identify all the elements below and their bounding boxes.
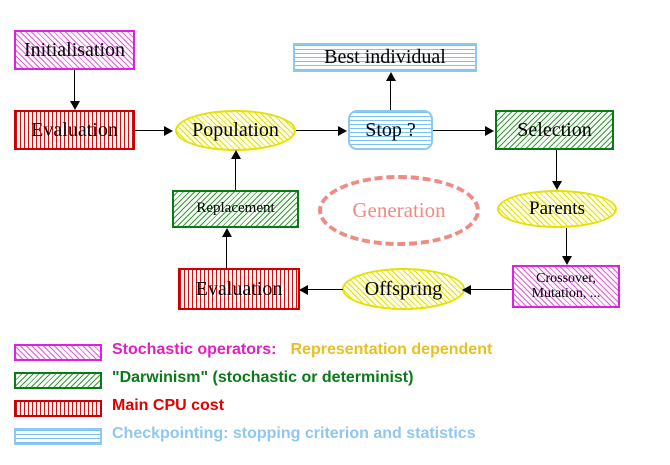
node-label-line1: Crossover, bbox=[536, 270, 596, 286]
arrowhead-down-icon bbox=[70, 101, 80, 110]
arrowhead-left-icon bbox=[462, 285, 471, 295]
legend-swatch-magenta-diagonal-hatch-icon bbox=[14, 344, 102, 361]
legend-row: Checkpointing: stopping criterion and st… bbox=[0, 425, 670, 456]
legend-row: Stochastic operators: Representation depe… bbox=[0, 341, 670, 372]
legend-swatch-red-vertical-hatch-icon bbox=[14, 400, 102, 417]
edge-evaluation-population bbox=[135, 130, 167, 131]
node-label: Selection bbox=[517, 118, 592, 141]
node-evaluation-bottom[interactable]: Evaluation bbox=[178, 268, 300, 310]
node-stop[interactable]: Stop ? bbox=[348, 110, 433, 150]
legend-text-primary: Checkpointing: stopping criterion and st… bbox=[112, 425, 476, 442]
node-replacement[interactable]: Replacement bbox=[172, 190, 299, 228]
legend-text-secondary: Representation dependent bbox=[290, 341, 493, 358]
arrowhead-up-icon bbox=[386, 72, 396, 81]
arrowhead-left-icon bbox=[299, 285, 308, 295]
arrowhead-down-icon bbox=[562, 256, 572, 265]
node-label: Parents bbox=[529, 198, 585, 220]
node-best-individual[interactable]: Best individual bbox=[293, 43, 477, 72]
legend-text-primary: Main CPU cost bbox=[112, 397, 225, 414]
node-label: Generation bbox=[352, 198, 446, 222]
arrowhead-right-icon bbox=[338, 126, 347, 136]
node-population[interactable]: Population bbox=[175, 110, 296, 151]
node-label: Evaluation bbox=[195, 277, 283, 300]
node-evaluation-top[interactable]: Evaluation bbox=[14, 110, 135, 150]
legend-swatch-green-diagonal-hatch-icon bbox=[14, 372, 102, 389]
node-initialisation[interactable]: Initialisation bbox=[14, 30, 135, 70]
node-label: Evaluation bbox=[31, 118, 118, 141]
node-label: Replacement bbox=[196, 200, 275, 217]
node-parents[interactable]: Parents bbox=[497, 190, 617, 228]
legend-text-primary: Stochastic operators: bbox=[112, 341, 277, 358]
legend-row: "Darwinism" (stochastic or determinist) bbox=[0, 369, 670, 400]
node-label: Stop ? bbox=[365, 118, 416, 141]
node-offspring[interactable]: Offspring bbox=[342, 268, 465, 310]
arrowhead-up-icon bbox=[222, 228, 232, 237]
node-generation-cycle: Generation bbox=[318, 175, 480, 246]
legend-text: Stochastic operators: Representation depe… bbox=[112, 341, 492, 359]
legend-text: Main CPU cost bbox=[112, 397, 224, 415]
arrowhead-up-icon bbox=[231, 150, 241, 159]
node-label: Best individual bbox=[324, 46, 446, 68]
legend-row: Main CPU cost bbox=[0, 397, 670, 428]
edge-selection-parents bbox=[556, 150, 557, 184]
edge-replacement-population bbox=[235, 157, 236, 190]
edge-crossover-offspring bbox=[470, 289, 512, 290]
edge-evaluation-replacement bbox=[226, 234, 227, 268]
node-label: Population bbox=[192, 119, 279, 141]
edge-offspring-evaluation bbox=[307, 289, 343, 290]
arrowhead-right-icon bbox=[164, 126, 173, 136]
legend-swatch-blue-horizontal-hatch-icon bbox=[14, 428, 102, 445]
edge-parents-crossover bbox=[566, 228, 567, 261]
node-crossover-mutation[interactable]: Crossover, Mutation, ... bbox=[512, 265, 620, 308]
edge-population-stop bbox=[296, 130, 340, 131]
node-label: Initialisation bbox=[23, 38, 126, 61]
node-selection[interactable]: Selection bbox=[495, 110, 614, 150]
node-label-line2: Mutation, ... bbox=[531, 285, 601, 301]
legend: Stochastic operators: Representation depe… bbox=[0, 338, 670, 465]
node-label: Offspring bbox=[364, 277, 443, 300]
arrowhead-down-icon bbox=[552, 181, 562, 190]
legend-text: Checkpointing: stopping criterion and st… bbox=[112, 425, 476, 443]
legend-text-primary: "Darwinism" (stochastic or determinist) bbox=[112, 369, 414, 386]
edge-stop-best-individual bbox=[390, 78, 391, 110]
arrowhead-right-icon bbox=[485, 126, 494, 136]
legend-text: "Darwinism" (stochastic or determinist) bbox=[112, 369, 413, 387]
edge-initialisation-evaluation bbox=[74, 70, 75, 103]
edge-stop-selection bbox=[433, 130, 487, 131]
